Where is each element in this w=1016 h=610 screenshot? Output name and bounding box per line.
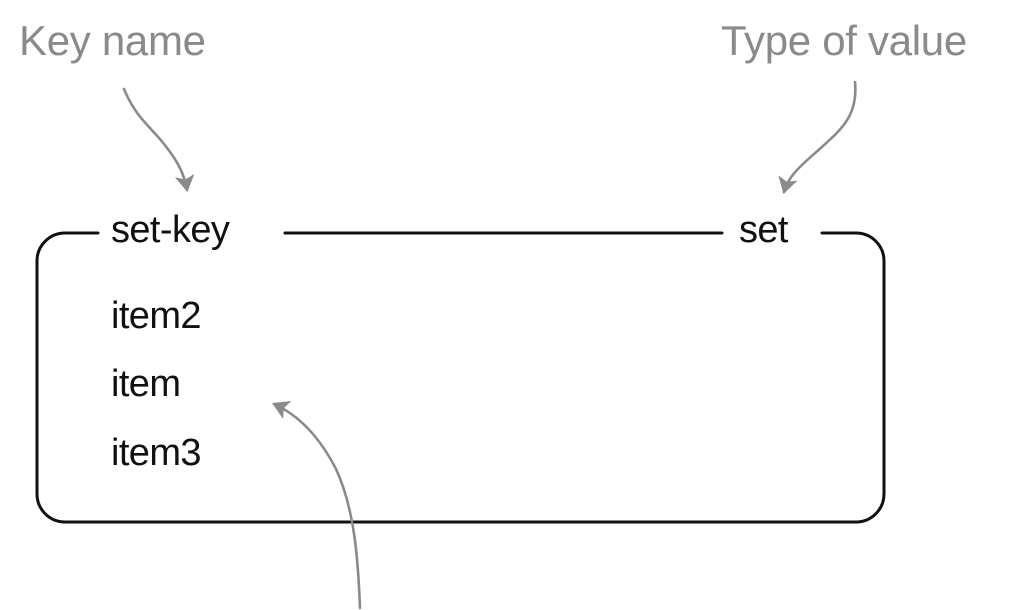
- set-container-outline: [35, 231, 886, 524]
- annotation-label-key-name: Key name: [19, 17, 206, 64]
- set-type-label: set: [739, 209, 789, 251]
- container-border-right: [818, 231, 886, 524]
- arrow-key-name: [122, 87, 195, 193]
- set-member-item: item2: [111, 295, 202, 337]
- annotation-label-type-of-value: Type of value: [721, 17, 967, 64]
- container-border-left: [35, 231, 822, 524]
- set-member-item: item3: [111, 432, 202, 474]
- set-member-item: item: [111, 363, 181, 405]
- set-key-name-label: set-key: [111, 209, 230, 251]
- arrow-member-item: [272, 401, 362, 610]
- arrow-type-value: [778, 80, 857, 195]
